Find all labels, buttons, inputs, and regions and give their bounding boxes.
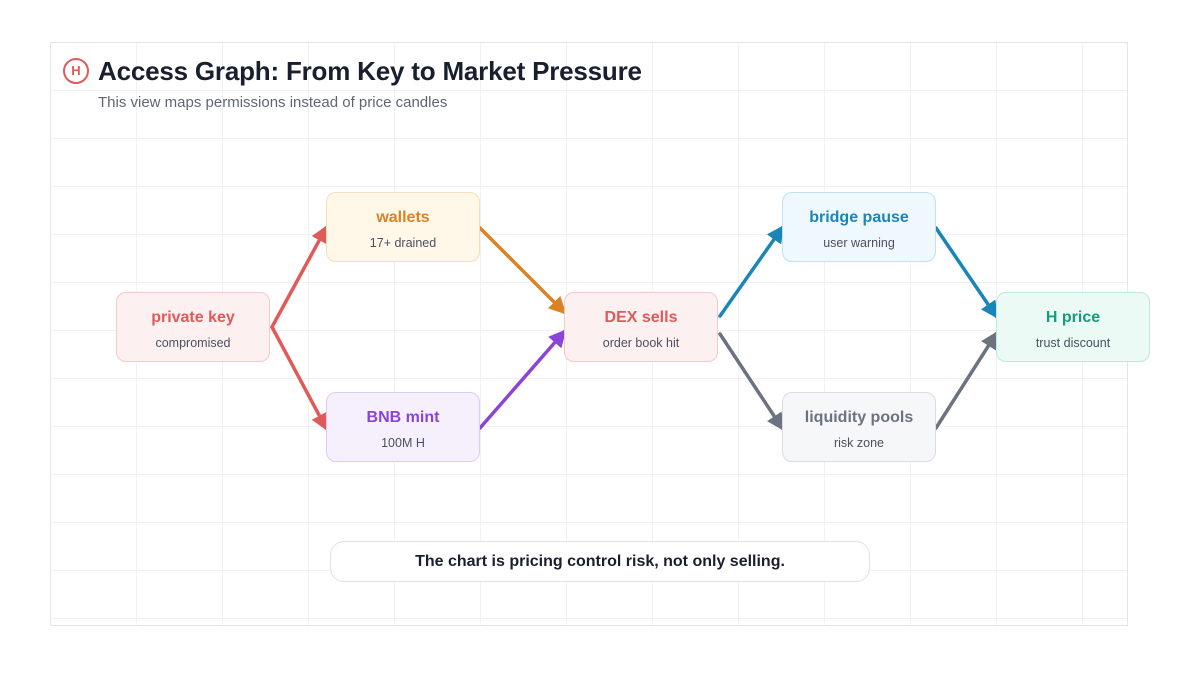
node-subtitle: order book hit	[602, 336, 680, 350]
node-subtitle: user warning	[823, 236, 895, 250]
node-title: private key	[151, 309, 235, 326]
node-liquidity-pools: liquidity pools risk zone	[782, 392, 936, 462]
edge-private-key-to-wallets	[270, 224, 328, 329]
node-title: BNB mint	[366, 409, 440, 426]
edge-wallets-to-dex-sells	[478, 226, 567, 315]
edge-bnb-mint-to-dex-sells	[478, 329, 567, 430]
node-subtitle: trust discount	[1035, 336, 1111, 350]
node-title: bridge pause	[809, 209, 909, 226]
node-bnb-mint: BNB mint 100M H	[326, 392, 480, 462]
edge-bridge-pause-to-h-price	[934, 226, 998, 319]
edge-dex-sells-to-bridge-pause	[718, 225, 785, 318]
node-title: wallets	[376, 209, 430, 226]
node-title: liquidity pools	[804, 409, 914, 426]
edge-dex-sells-to-liquidity-pools	[718, 332, 784, 431]
callout-banner: The chart is pricing control risk, not o…	[330, 541, 870, 582]
node-private-key: private key compromised	[116, 292, 270, 362]
node-subtitle: compromised	[155, 336, 231, 350]
node-bridge-pause: bridge pause user warning	[782, 192, 936, 262]
node-title: DEX sells	[604, 309, 678, 326]
node-subtitle: 17+ drained	[369, 236, 437, 250]
node-wallets: wallets 17+ drained	[326, 192, 480, 262]
node-title: H price	[1045, 309, 1101, 326]
page-subtitle: This view maps permissions instead of pr…	[98, 94, 448, 111]
logo-icon: H	[63, 58, 89, 84]
edge-private-key-to-bnb-mint	[270, 325, 328, 432]
node-h-price: H price trust discount	[996, 292, 1150, 362]
node-subtitle: 100M H	[381, 436, 425, 450]
edge-liquidity-pools-to-h-price	[934, 331, 998, 430]
node-dex-sells: DEX sells order book hit	[564, 292, 718, 362]
page-title: Access Graph: From Key to Market Pressur…	[98, 56, 642, 86]
node-subtitle: risk zone	[833, 436, 885, 450]
